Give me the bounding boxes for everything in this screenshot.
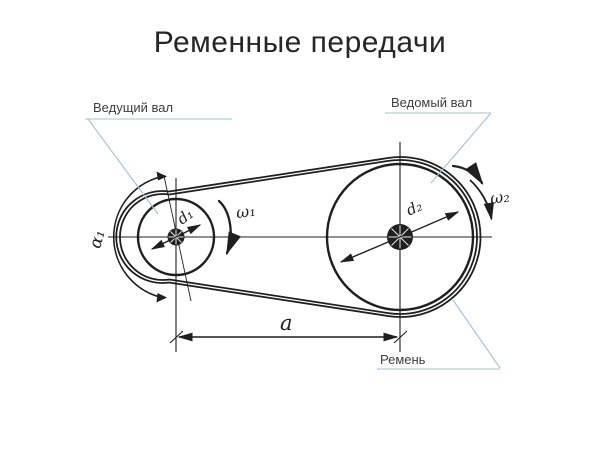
d2-arrow-lower <box>339 236 401 263</box>
wrap-angle-arrow-bottom <box>156 293 167 303</box>
center-distance-symbol: a <box>280 311 293 335</box>
drive-shaft-leader <box>85 118 232 215</box>
driven-shaft-label: Ведомый вал <box>391 95 472 110</box>
dimension-ticks <box>169 330 408 344</box>
omega2-rotation-arrow-short <box>451 162 484 185</box>
d1-symbol: d₁ <box>174 204 197 228</box>
page-title: Ременные передачи <box>153 26 447 59</box>
belt-leader <box>377 299 501 370</box>
omega1-symbol: ω₁ <box>235 201 257 223</box>
wrap-angle-arrow-top <box>156 171 167 181</box>
belt-outer-line <box>115 156 482 318</box>
drive-shaft-label: Ведущий вал <box>93 100 173 115</box>
large-pulley <box>325 162 475 312</box>
belt-inner-line <box>119 159 478 315</box>
d1-arrow-upper <box>175 224 202 238</box>
omega2-rotation-arrow-long <box>469 179 494 221</box>
wrap-angle-arc <box>113 175 166 299</box>
d1-arrow-lower <box>150 236 177 250</box>
d2-arrow-upper <box>399 211 460 238</box>
wrap-angle-symbol: α₁ <box>85 228 109 251</box>
belt-label: Ремень <box>380 352 426 367</box>
small-pulley <box>136 197 216 277</box>
omega2-symbol: ω₂ <box>489 186 511 208</box>
omega1-rotation-arrow <box>217 199 242 256</box>
driven-shaft-leader <box>385 112 492 184</box>
d2-symbol: d₂ <box>403 197 425 220</box>
